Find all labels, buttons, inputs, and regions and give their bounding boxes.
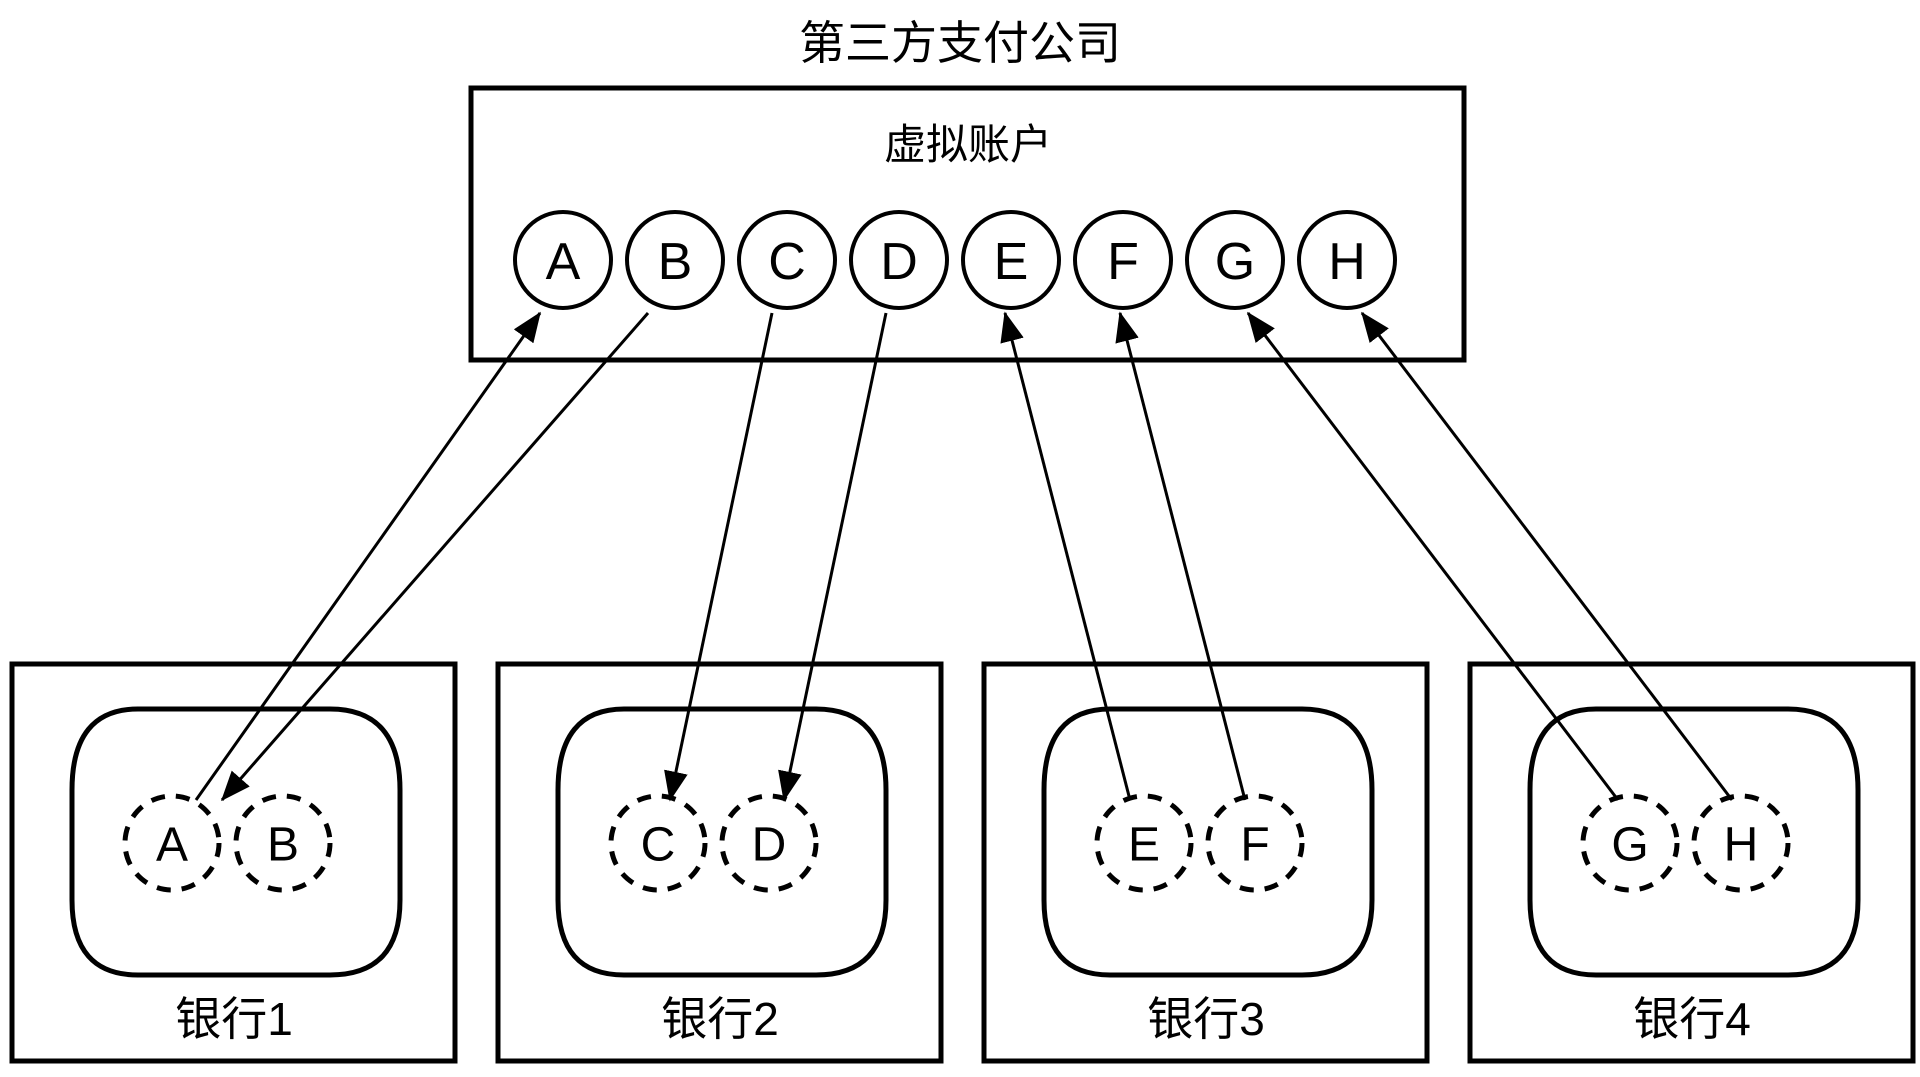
arrow-virtual-D-to-bank-D [778, 312, 888, 802]
bank-account-A-label: A [156, 819, 188, 872]
arrow-bank-E-to-virtual-E [1000, 311, 1132, 801]
virtual-account-G-label: G [1215, 233, 1255, 291]
bank-account-A[interactable]: A [122, 793, 222, 893]
bank-1[interactable]: A B 银行1 [9, 661, 458, 1064]
arrow-bank-G-to-virtual-G [1246, 311, 1620, 801]
diagram-title: 第三方支付公司 [799, 17, 1121, 69]
virtual-account-D-label: D [880, 233, 918, 291]
virtual-account-D[interactable]: D [849, 210, 949, 310]
bank-2[interactable]: C D 银行2 [495, 661, 944, 1064]
arrow-bank-F-to-virtual-F [1115, 311, 1247, 801]
virtual-account-C-label: C [768, 233, 806, 291]
bank-2-label: 银行2 [661, 993, 779, 1045]
bank-account-C-label: C [641, 819, 676, 872]
virtual-account-C[interactable]: C [737, 210, 837, 310]
bank-4-label: 银行4 [1633, 993, 1751, 1045]
arrow-bank-H-to-virtual-H [1360, 311, 1734, 801]
bank-account-H-label: H [1724, 819, 1759, 872]
bank-account-G[interactable]: G [1580, 793, 1680, 893]
bank-1-label: 银行1 [175, 993, 293, 1045]
virtual-account-G[interactable]: G [1185, 210, 1285, 310]
connection-arrows [194, 311, 1734, 802]
virtual-account-H-label: H [1328, 233, 1366, 291]
virtual-account-H[interactable]: H [1297, 210, 1397, 310]
bank-account-D-label: D [752, 819, 787, 872]
arrow-virtual-C-to-bank-C [664, 312, 774, 802]
bank-3-label: 银行3 [1147, 993, 1265, 1045]
virtual-account-list: A B C D E F G [513, 210, 1397, 310]
bank-account-E[interactable]: E [1094, 793, 1194, 893]
bank-account-C[interactable]: C [608, 793, 708, 893]
virtual-account-F-label: F [1107, 233, 1139, 291]
arrow-virtual-A-to-bank-A [220, 312, 650, 802]
virtual-account-A[interactable]: A [513, 210, 613, 310]
bank-account-B-label: B [267, 819, 299, 872]
bank-account-F[interactable]: F [1205, 793, 1305, 893]
bank-account-F-label: F [1240, 819, 1269, 872]
bank-account-G-label: G [1611, 819, 1648, 872]
virtual-account-B[interactable]: B [625, 210, 725, 310]
virtual-account-F[interactable]: F [1073, 210, 1173, 310]
bank-4[interactable]: G H 银行4 [1467, 661, 1916, 1064]
virtual-account-E-label: E [994, 233, 1029, 291]
bank-account-H[interactable]: H [1691, 793, 1791, 893]
virtual-account-B-label: B [658, 233, 693, 291]
bank-3[interactable]: E F 银行3 [981, 661, 1430, 1064]
virtual-account-E[interactable]: E [961, 210, 1061, 310]
arrow-bank-A-to-virtual-A [194, 311, 542, 801]
bank-account-B[interactable]: B [233, 793, 333, 893]
virtual-account-A-label: A [546, 233, 581, 291]
virtual-account-label: 虚拟账户 [884, 121, 1052, 168]
virtual-account-box [468, 85, 1467, 363]
bank-account-E-label: E [1128, 819, 1160, 872]
bank-account-D[interactable]: D [719, 793, 819, 893]
